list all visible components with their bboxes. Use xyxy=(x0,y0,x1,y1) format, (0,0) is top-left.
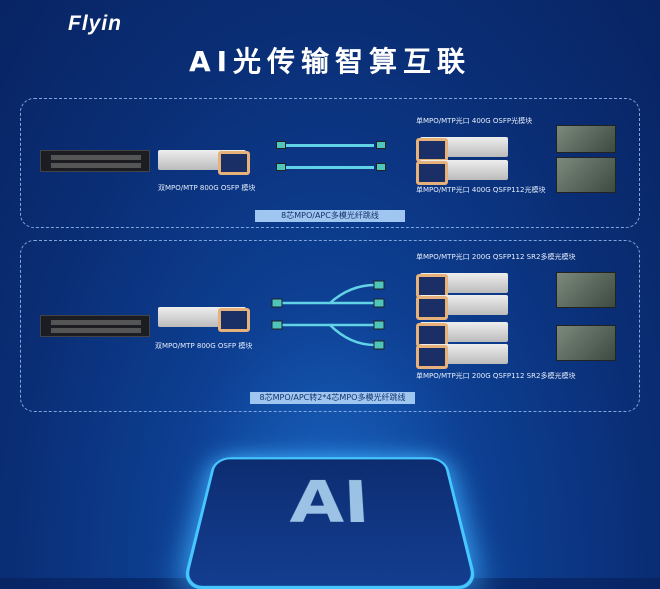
module-label: 单MPO/MTP光口 400G OSFP光模块 xyxy=(416,117,533,125)
nic-card-image xyxy=(556,325,616,361)
nic-card-image xyxy=(556,157,616,193)
module-400g-qsfp112 xyxy=(416,160,508,185)
mpo-connector xyxy=(276,163,286,171)
breakout-cable xyxy=(271,280,385,350)
switch-image xyxy=(40,150,150,172)
page-title: AI光传输智算互联 xyxy=(188,45,472,78)
switch-image xyxy=(40,315,150,337)
module-label: 双MPO/MTP 800G OSFP 模块 xyxy=(155,342,253,350)
cable-label: 8芯MPO/APC多模光纤跳线 xyxy=(255,210,405,222)
cable-label: 8芯MPO/APC转2*4芯MPO多模光纤跳线 xyxy=(250,392,415,404)
nic-card-image xyxy=(556,272,616,308)
fiber-cable xyxy=(286,166,374,169)
module-label: 双MPO/MTP 800G OSFP 模块 xyxy=(158,184,256,192)
module-800g-osfp xyxy=(158,307,250,332)
nic-card-image xyxy=(556,125,616,153)
module-label: 单MPO/MTP光口 400G QSFP112光模块 xyxy=(416,186,546,194)
module-200g-qsfp112 xyxy=(416,344,508,369)
module-label: 单MPO/MTP光口 200G QSFP112 SR2多模光模块 xyxy=(416,372,576,380)
module-200g-qsfp112 xyxy=(416,273,508,298)
panel-400g xyxy=(20,98,640,228)
mpo-connector xyxy=(376,163,386,171)
chip-text: AI xyxy=(288,469,372,538)
ai-chip-graphic: AI xyxy=(181,457,479,589)
module-200g-qsfp112 xyxy=(416,295,508,320)
module-400g-osfp xyxy=(416,137,508,162)
fiber-cable xyxy=(286,144,374,147)
brand-logo: Flyin xyxy=(68,12,123,35)
module-800g-osfp xyxy=(158,150,250,175)
module-label: 单MPO/MTP光口 200G QSFP112 SR2多模光模块 xyxy=(416,253,576,261)
module-200g-qsfp112 xyxy=(416,322,508,347)
panel-200g xyxy=(20,240,640,412)
mpo-connector xyxy=(376,141,386,149)
mpo-connector xyxy=(276,141,286,149)
